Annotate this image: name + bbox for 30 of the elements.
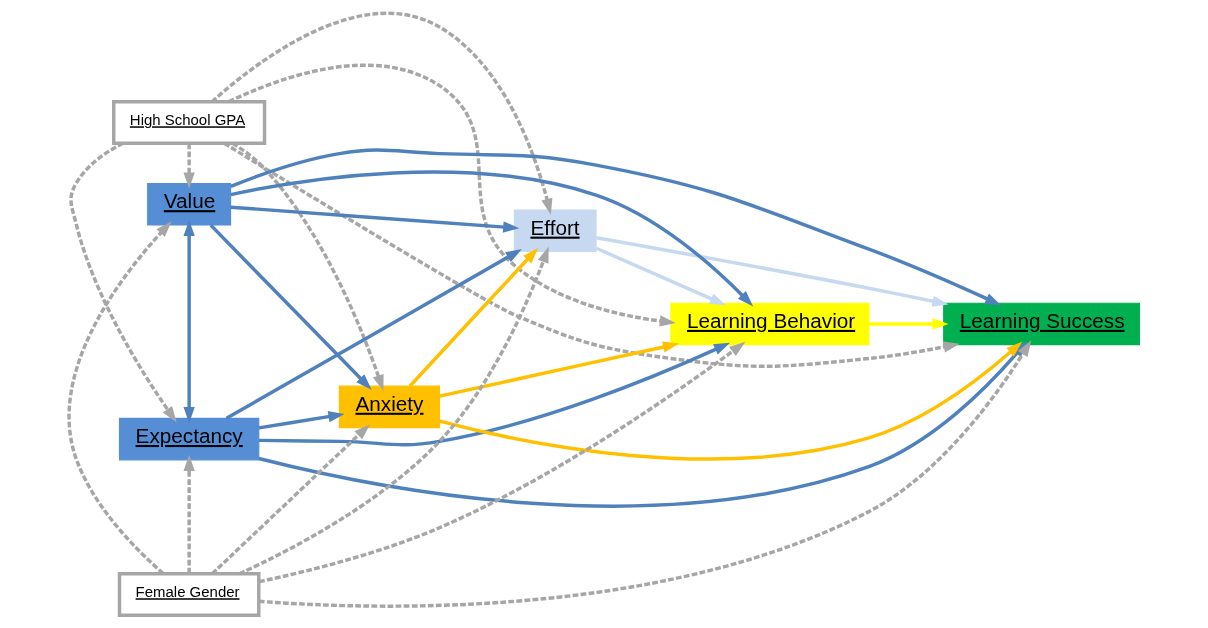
node-box: Value (147, 182, 232, 226)
arrow (230, 205, 520, 233)
arrow (225, 249, 522, 420)
arrow (869, 318, 949, 330)
arrow (258, 341, 746, 584)
arrow (210, 11, 553, 215)
arrow (228, 63, 676, 327)
arrow (408, 247, 539, 388)
arrow (230, 148, 1002, 306)
node-box: High School GPA (112, 100, 267, 145)
arrow (596, 236, 949, 307)
arrow (183, 454, 195, 574)
arrow (211, 424, 371, 575)
node-box: Anxiety (338, 385, 441, 429)
arrow (258, 411, 345, 430)
node-box: Expectancy (118, 417, 260, 461)
arrow (209, 223, 372, 390)
arrow (439, 341, 1023, 461)
node-box: Learning Behavior (670, 302, 870, 346)
node-box: Effort (513, 209, 597, 253)
arrow (223, 142, 960, 368)
arrow (595, 246, 726, 306)
arrow (67, 221, 172, 575)
arrow (230, 170, 754, 307)
arrow (439, 341, 680, 398)
node-box: Female Gender (117, 572, 261, 617)
arrow (183, 219, 195, 424)
arrow (183, 143, 195, 189)
arrow (258, 342, 731, 447)
node-box: Learning Success (943, 302, 1140, 346)
